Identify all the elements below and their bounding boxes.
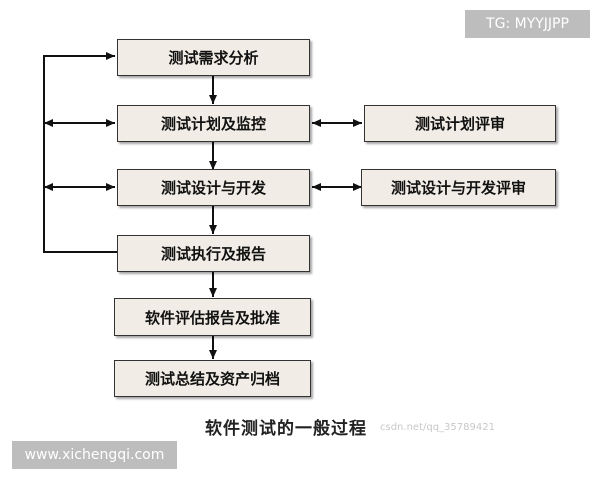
box-test-planning-monitoring: 测试计划及监控: [117, 105, 310, 142]
watermark-top-right: TG: MYYJJPP: [465, 10, 590, 38]
diagram-caption: 软件测试的一般过程: [205, 419, 367, 439]
box-test-requirements-analysis: 测试需求分析: [117, 39, 310, 76]
box-test-execution-reporting: 测试执行及报告: [117, 235, 310, 272]
box-test-plan-review: 测试计划评审: [364, 105, 556, 142]
feedback-loop-line: [43, 52, 117, 253]
watermark-bottom-left: www.xichengqi.com: [12, 441, 177, 469]
faint-watermark: csdn.net/qq_35789421: [380, 422, 495, 433]
box-test-design-development-review: 测试设计与开发评审: [361, 169, 556, 206]
box-test-summary-archiving: 测试总结及资产归档: [114, 360, 311, 397]
box-test-design-development: 测试设计与开发: [117, 169, 310, 206]
box-software-evaluation-approval: 软件评估报告及批准: [114, 298, 311, 336]
